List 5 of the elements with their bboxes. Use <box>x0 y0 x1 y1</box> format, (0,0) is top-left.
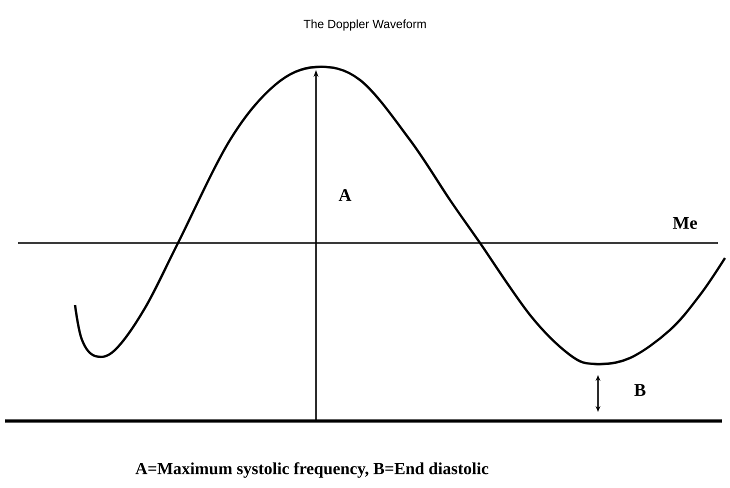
axis-label: Me <box>672 217 697 229</box>
caption: A=Maximum systolic frequency, B=End diastolic <box>135 462 488 478</box>
title: The Doppler Waveform <box>304 19 426 31</box>
axis-label: B <box>634 384 646 396</box>
axis-label: A <box>338 189 352 201</box>
